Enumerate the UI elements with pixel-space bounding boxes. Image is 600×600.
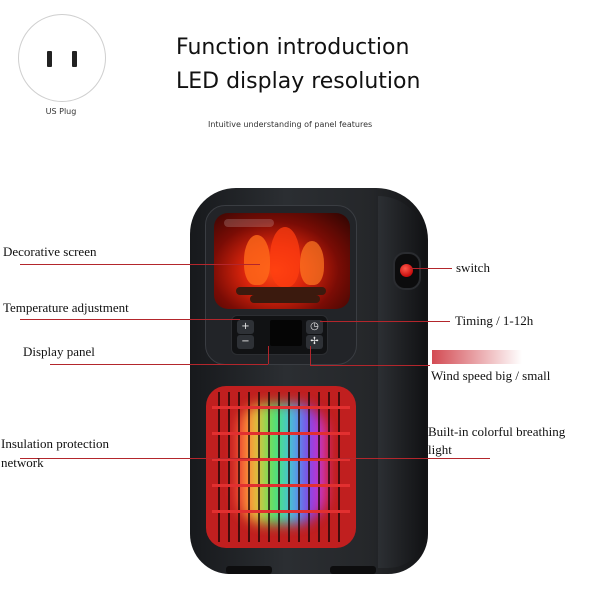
- grille-bar: [228, 392, 230, 542]
- grille-crossbar: [212, 432, 350, 435]
- plug-label: US Plug: [45, 107, 77, 116]
- us-plug-icon: [18, 14, 106, 102]
- label-timing: Timing / 1-12h: [455, 313, 534, 328]
- log: [250, 295, 320, 303]
- insulation-grille: [206, 386, 356, 548]
- decorative-flame-screen: [214, 213, 350, 309]
- grille-bar: [298, 392, 300, 542]
- temperature-plus-button[interactable]: +: [237, 320, 254, 334]
- grille-crossbar: [212, 484, 350, 487]
- label-temperature-adjustment: Temperature adjustment: [3, 300, 129, 315]
- label-insulation-line-1: Insulation protection: [1, 436, 109, 451]
- callout-line-temperature: [20, 319, 240, 320]
- label-insulation-line-2: network: [1, 455, 44, 470]
- grille-bar: [248, 392, 250, 542]
- callout-line-decorative-screen: [20, 264, 260, 265]
- callout-line-wind-speed: [310, 365, 430, 366]
- label-display-panel: Display panel: [23, 344, 95, 359]
- title-line-1: Function introduction: [176, 35, 410, 60]
- callout-line-display-panel-vertical: [268, 346, 269, 364]
- grille-bar: [318, 392, 320, 542]
- screen-glare: [224, 219, 274, 227]
- plug-prong-right: [72, 51, 77, 67]
- power-switch[interactable]: [393, 252, 421, 290]
- grille-bar: [328, 392, 330, 542]
- label-breathing-line-1: Built-in colorful breathing: [428, 424, 566, 439]
- flame: [270, 227, 300, 287]
- red-stroke-mark: [432, 350, 522, 364]
- callout-line-wind-speed-vertical: [310, 346, 311, 365]
- grille-bar: [288, 392, 290, 542]
- log: [236, 287, 326, 295]
- plug-prong-left: [47, 51, 52, 67]
- label-decorative-screen: Decorative screen: [3, 244, 97, 259]
- grille-bar: [238, 392, 240, 542]
- grille-bar: [258, 392, 260, 542]
- heater-foot-right: [330, 566, 376, 574]
- callout-line-breathing-light: [290, 458, 490, 459]
- grille-bar: [338, 392, 340, 542]
- callout-line-timing: [320, 321, 450, 322]
- label-wind-speed: Wind speed big / small: [431, 368, 551, 383]
- grille-crossbar: [212, 510, 350, 513]
- grille-bar: [218, 392, 220, 542]
- label-breathing-line-2: light: [428, 442, 452, 457]
- callout-line-switch: [410, 268, 452, 269]
- flame: [300, 241, 324, 285]
- grille-crossbar: [212, 458, 350, 461]
- grille-bar: [268, 392, 270, 542]
- timer-button[interactable]: ◷: [306, 320, 323, 334]
- title-line-2: LED display resolution: [176, 69, 421, 94]
- callout-line-display-panel: [50, 364, 268, 365]
- grille-bar: [308, 392, 310, 542]
- heater-foot-left: [226, 566, 272, 574]
- fan-speed-button[interactable]: ✢: [306, 335, 323, 349]
- grille-crossbar: [212, 406, 350, 409]
- power-switch-indicator: [400, 264, 413, 277]
- led-display: [270, 320, 302, 346]
- grille-bar: [278, 392, 280, 542]
- flame: [244, 235, 270, 285]
- temperature-minus-button[interactable]: −: [237, 335, 254, 349]
- breathing-light-glow: [236, 404, 326, 524]
- callout-line-insulation: [20, 458, 260, 459]
- subtitle: Intuitive understanding of panel feature…: [208, 120, 373, 129]
- label-switch: switch: [456, 260, 490, 275]
